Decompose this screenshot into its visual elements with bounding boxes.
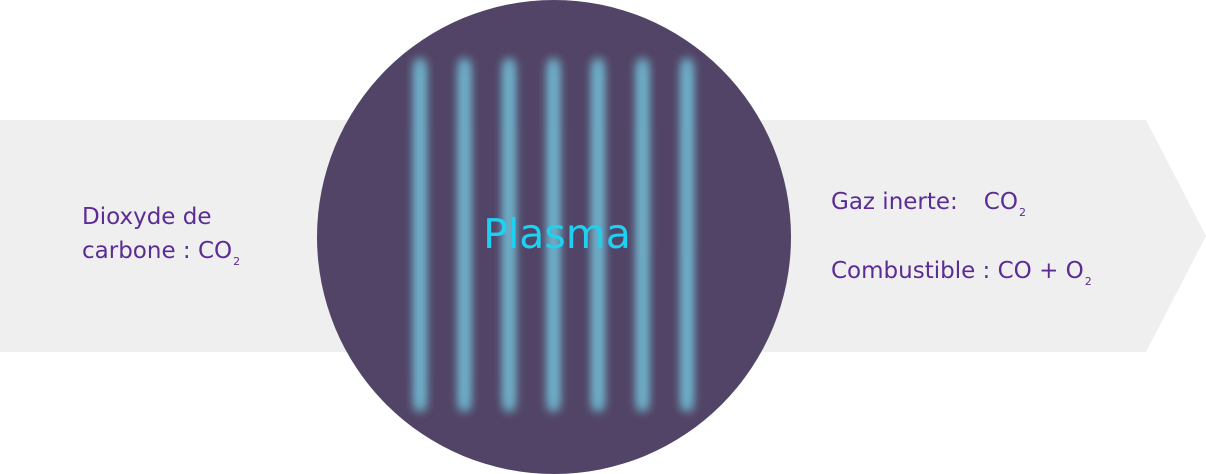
plasma-stripe [684, 68, 690, 402]
plasma-stripe [417, 68, 423, 402]
output-inert-gas-label: Gaz inerte: CO2 [831, 185, 1026, 219]
inert-gas-formula: CO [983, 189, 1018, 215]
input-co2-label: Dioxyde de carbone : CO2 [82, 200, 240, 268]
inert-gas-prefix: Gaz inerte: [831, 189, 958, 215]
input-label-formula: carbone : CO [82, 238, 233, 264]
output-fuel-label: Combustible : CO + O2 [831, 254, 1092, 288]
input-label-line1: Dioxyde de [82, 204, 212, 230]
plasma-stripe [462, 68, 467, 402]
plasma-stripe [506, 68, 512, 402]
input-label-subscript: 2 [233, 255, 241, 268]
plasma-stripe [640, 68, 645, 402]
plasma-discharge-stripes [413, 58, 694, 412]
plasma-stripe [551, 68, 556, 402]
inert-gas-subscript: 2 [1018, 206, 1026, 219]
fuel-subscript: 2 [1084, 275, 1092, 288]
fuel-formula: Combustible : CO + O [831, 258, 1084, 284]
plasma-stripe [595, 68, 601, 402]
input-label-line2: carbone : CO2 [82, 234, 240, 268]
plasma-title: Plasma [483, 210, 631, 258]
